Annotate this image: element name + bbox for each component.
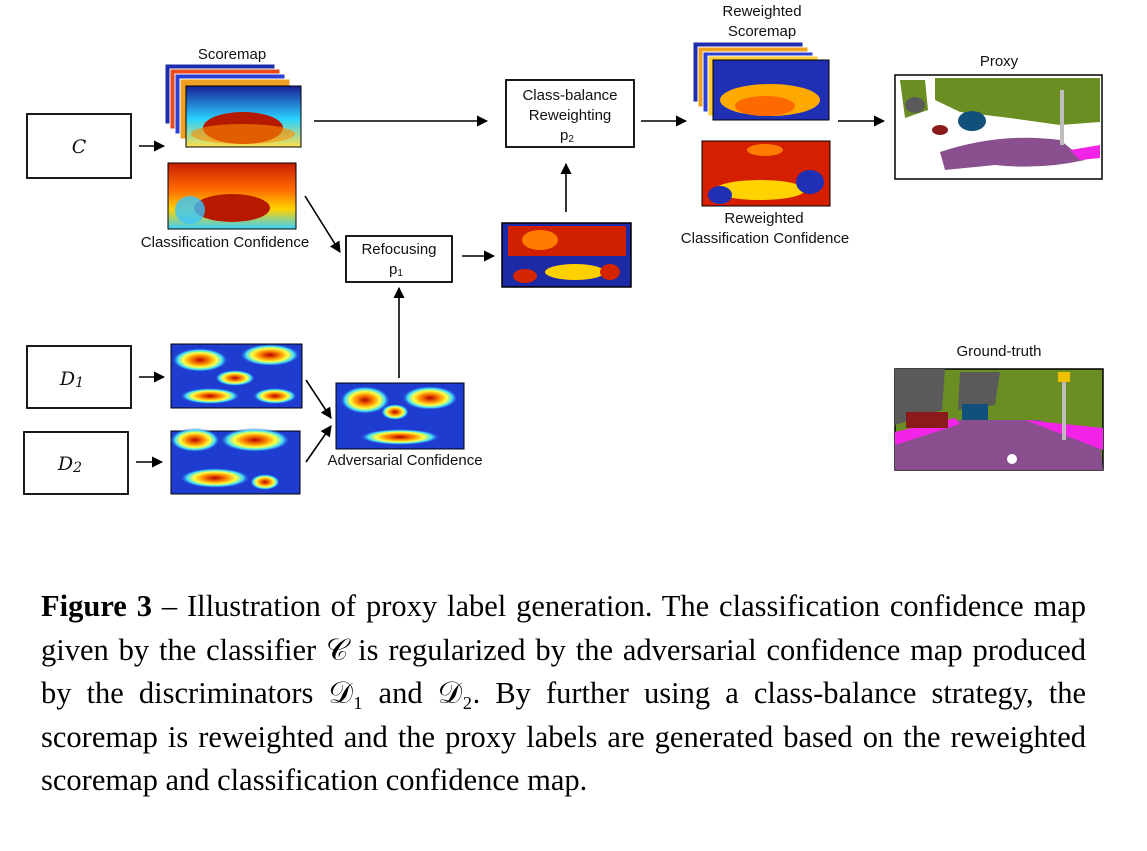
classification-confidence-label: Classification Confidence <box>141 234 309 251</box>
discriminator-1-confidence-map <box>170 343 303 409</box>
reweighted-scoremap-stack <box>692 41 830 121</box>
arrow-d1-to-adversarial <box>305 379 332 419</box>
discriminator-2-box: D2 <box>23 431 129 495</box>
adversarial-confidence-label: Adversarial Confidence <box>327 452 482 469</box>
classbalance-box: Class-balance Reweighting p2 <box>505 79 635 148</box>
refocusing-title: Refocusing <box>361 241 436 258</box>
scoremap-stack <box>164 63 302 148</box>
figure-caption: Figure 3 – Illustration of proxy label g… <box>41 585 1086 803</box>
classbalance-subtitle: Reweighting <box>529 107 612 124</box>
refocusing-box: Refocusing p1 <box>345 235 453 283</box>
classbalance-p: p2 <box>560 127 574 145</box>
reweighted-scoremap-label-1: Reweighted <box>722 3 801 20</box>
arrow-confidence-to-refocusing <box>304 195 341 253</box>
proxy-label-diagram: C Scoremap Classification Confidence Ref… <box>23 3 1104 495</box>
refocusing-p: p1 <box>389 261 403 279</box>
refocused-confidence-map <box>501 222 632 288</box>
ground-truth-label: Ground-truth <box>956 343 1041 360</box>
discriminator-1-symbol: D1 <box>59 368 84 391</box>
discriminator-1-box: D1 <box>26 345 132 409</box>
classification-confidence-map <box>167 162 297 230</box>
proxy-label: Proxy <box>980 53 1019 70</box>
adversarial-confidence-map <box>335 382 465 450</box>
reweighted-confidence-label-2: Classification Confidence <box>681 230 849 247</box>
reweighted-confidence-label-1: Reweighted <box>724 210 803 227</box>
discriminator-2-confidence-map <box>170 428 301 495</box>
proxy-segmentation <box>894 74 1103 180</box>
caption-text: – Illustration of proxy label generation… <box>41 589 1087 797</box>
scoremap-label: Scoremap <box>198 46 266 63</box>
reweighted-scoremap-label-2: Scoremap <box>728 23 796 40</box>
classifier-box: C <box>26 113 132 179</box>
ground-truth-segmentation <box>894 368 1104 471</box>
classifier-symbol: C <box>72 136 87 158</box>
arrow-d2-to-adversarial <box>305 425 332 463</box>
figure-label: Figure 3 <box>41 589 152 623</box>
reweighted-confidence-map <box>701 140 831 207</box>
discriminator-2-symbol: D2 <box>57 453 82 476</box>
classbalance-title: Class-balance <box>522 87 617 104</box>
